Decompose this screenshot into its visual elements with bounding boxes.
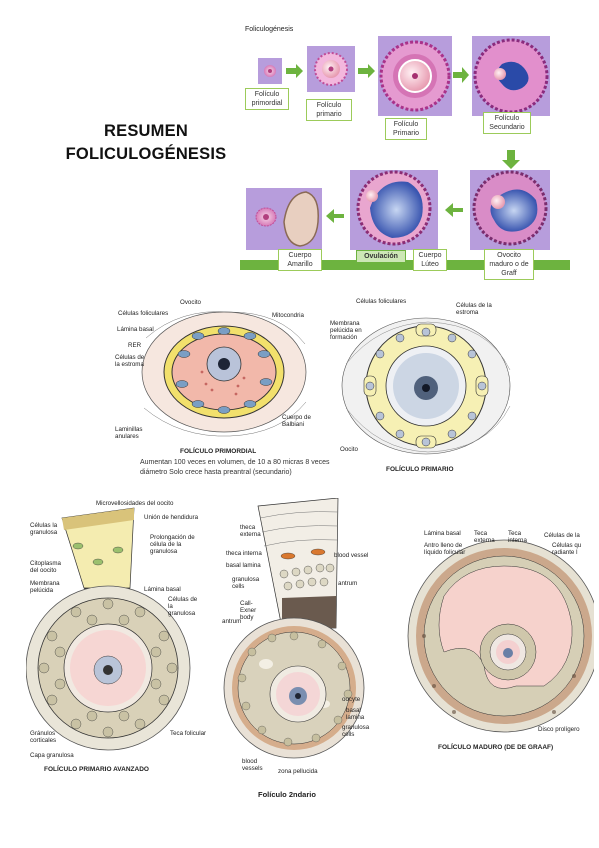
primordial-label-mitocondria: Mitocondria <box>272 312 304 319</box>
sec-label-theca-interna: theca interna <box>226 550 262 557</box>
avanzado-label-lamina-basal: Lámina basal <box>144 586 181 593</box>
primordial-label-celulas-foliculares: Células foliculares <box>118 310 169 317</box>
flow-diagram <box>240 36 570 270</box>
sec-label-antrum-top: antrum <box>338 580 358 587</box>
primordial-label-laminillas: Laminillas anulares <box>115 426 143 440</box>
primario-label-membrana: Membrana pelúcida en formación <box>330 320 362 341</box>
sec-label-zona-pellucida: zona pellucida <box>278 768 318 775</box>
primario-caption: FOLÍCULO PRIMARIO <box>386 466 454 473</box>
avanzado-label-citoplasma: Citoplasma del oocito <box>30 560 61 574</box>
sec-label-antrum: antrum <box>222 618 242 625</box>
secundario-caption: Folículo 2ndario <box>258 790 316 799</box>
avanzado-label-teca: Teca folicular <box>170 730 207 737</box>
primordial-label-estroma: Células de la estroma <box>115 354 145 368</box>
maduro-diagram <box>407 539 594 733</box>
primordial-note: Aumentan 100 veces en volumen, de 10 a 8… <box>140 459 330 476</box>
sec-label-basal-lamina: basal lamina <box>226 562 261 569</box>
avanzado-label-microvellosidades: Microvellosidades del oocito <box>96 500 174 507</box>
sec-label-theca-externa: theca externa <box>240 524 261 538</box>
primario-label-estroma: Células de la estroma <box>456 302 492 316</box>
page-title: RESUMEN FOLICULOGÉNESIS <box>56 120 236 166</box>
stage-label-primordial: Folículo primordial <box>245 88 289 110</box>
avanzado-label-capa-granulosa: Capa granulosa <box>30 752 74 759</box>
maduro-label-celulas-de-la: Células de la <box>544 532 580 539</box>
maduro-label-disco: Disco prolígero <box>538 726 580 733</box>
avanzado-label-membrana: Membrana pelúcida <box>30 580 60 594</box>
sec-label-blood-vessel: blood vessel <box>334 552 369 559</box>
avanzado-label-celulas-granulosa: Células de la granulosa <box>168 596 198 617</box>
sec-label-granulosa-cells-2: granulosa cells <box>342 724 370 738</box>
avanzado-label-granulos: Gránulos corticales <box>30 730 57 744</box>
maduro-label-radiante: Células qu radiante l <box>552 542 582 556</box>
flow-heading: Foliculogénesis <box>245 26 294 33</box>
avanzado-label-union: Unión de hendidura <box>144 514 199 521</box>
maduro-label-teca-interna: Teca interna <box>508 530 527 544</box>
sec-label-granulosa-cells: granulosa cells <box>232 576 260 590</box>
ovulation-label: Ovulación <box>356 250 406 263</box>
title-line-2: FOLICULOGÉNESIS <box>65 145 227 163</box>
primordial-label-lamina-basal: Lámina basal <box>117 326 154 333</box>
secundario-diagram <box>223 498 365 759</box>
primordial-label-balbiani: Cuerpo de Balbiani <box>282 414 311 428</box>
avanzado-caption: FOLÍCULO PRIMARIO AVANZADO <box>44 766 149 773</box>
sec-label-blood-vessels: blood vessels <box>242 758 263 772</box>
stage-label-secundario: Folículo Secundario <box>483 112 531 134</box>
primordial-label-ovocito: Ovocito <box>180 299 201 306</box>
primario-label-oocito: Oocito <box>340 446 358 453</box>
avanzado-diagram <box>26 507 191 751</box>
stage-label-primario: Folículo primario <box>306 99 352 121</box>
stage-label-primario-2: Folículo Primario <box>385 118 427 140</box>
avanzado-label-celulas-granulosa-top: Células la granulosa <box>30 522 58 536</box>
avanzado-label-prolongacion: Prolongación de célula de la granulosa <box>150 534 195 555</box>
primordial-diagram <box>141 311 307 437</box>
stage-label-graff: Ovocito maduro o de Graff <box>484 249 534 280</box>
primordial-caption: FOLÍCULO PRIMORDIAL <box>180 448 257 455</box>
sec-label-oocyte: oocyte <box>342 696 361 703</box>
sec-label-call-exner: Call-Exner body <box>240 600 257 621</box>
primario-diagram <box>341 317 511 455</box>
maduro-caption: FOLÍCULO MADURO (DE DE GRAAF) <box>438 744 554 751</box>
primordial-label-rer: RER <box>128 342 142 349</box>
maduro-label-teca-externa: Teca externa <box>474 530 495 544</box>
primario-label-celulas-foliculares: Células foliculares <box>356 298 407 305</box>
sec-label-basal-lamina-2: basal lamina <box>346 707 365 721</box>
title-line-1: RESUMEN <box>104 122 188 140</box>
stage-label-amarillo: Cuerpo Amarillo <box>278 249 322 271</box>
maduro-label-lamina-basal: Lámina basal <box>424 530 461 537</box>
stage-label-luteo: Cuerpo Lúteo <box>413 249 447 271</box>
maduro-label-antro: Antro lleno de líquido folicular <box>424 542 466 556</box>
